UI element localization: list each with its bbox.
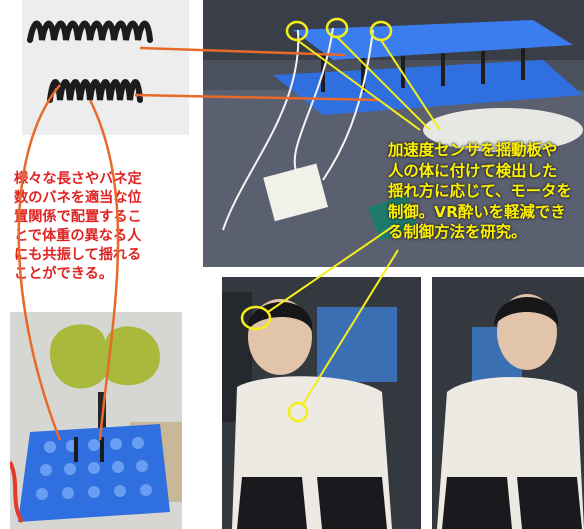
person-photo-right [432,277,584,529]
person-illustration-left [222,277,421,529]
springs-illustration [22,0,189,135]
person-illustration-right [432,277,584,529]
spring-photo [22,0,189,135]
spring-description-caption: 様々な長さやバネ定 数のバネを適当な位 置関係で配置するこ とで体重の異なる人 … [14,171,142,282]
chair-photo [10,312,182,529]
sensor-description-caption: 加速度センサを揺動板や 人の体に付けて検出した 揺れ方に応じて、モータを 制御。… [388,141,572,241]
person-photo-left [222,277,421,529]
chair-illustration [10,312,182,529]
